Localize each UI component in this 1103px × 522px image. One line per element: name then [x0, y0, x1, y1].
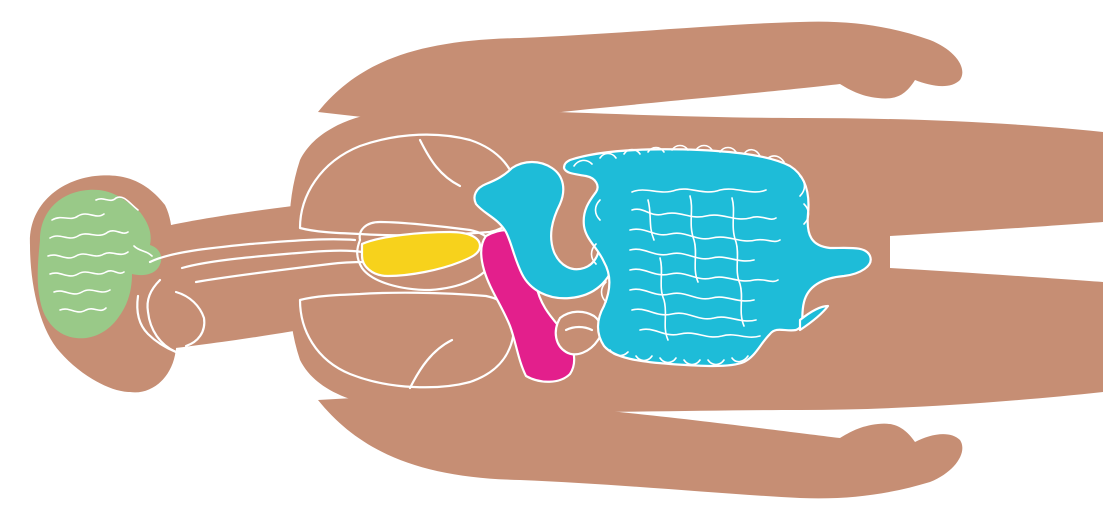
body-silhouette	[30, 22, 1103, 499]
